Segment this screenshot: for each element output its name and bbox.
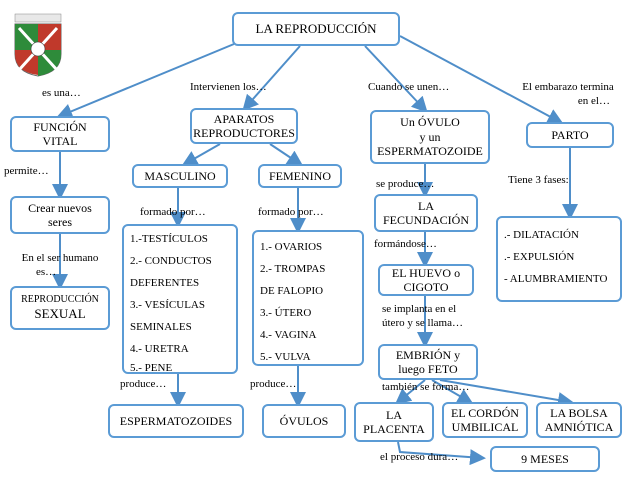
label-en-el-ser-line2: es… (36, 265, 57, 278)
node-ovulos: ÓVULOS (262, 404, 346, 438)
label-cuando: Cuando se unen… (368, 81, 450, 93)
node-placenta-line2: PLACENTA (363, 422, 425, 436)
node-cordon-line2: UMBILICAL (451, 420, 519, 434)
node-femenino-text: FEMENINO (269, 168, 331, 183)
list-femenino-item: 4.- VAGINA (260, 329, 317, 341)
node-meses-text: 9 MESES (521, 451, 569, 466)
node-crear-seres: Crear nuevos seres (10, 196, 110, 234)
arrow-aparatos-fem (269, 143, 304, 167)
node-embrion: EMBRIÓN y luego FETO (378, 344, 478, 380)
list-masculino-item: 4.- URETRA (130, 343, 189, 355)
list-femenino-item: 3.- ÚTERO (260, 307, 312, 319)
arrow-title-aparatos (242, 45, 301, 111)
node-funcion-vital: FUNCIÓN VITAL (10, 116, 110, 152)
node-ovulo-line2: y un (419, 129, 441, 144)
label-se-produce: se produce… (376, 178, 435, 190)
node-embrion-line1: EMBRIÓN y (395, 347, 461, 362)
list-masculino-item: SEMINALES (130, 321, 192, 333)
label-embarazo: El embarazo termina en el… (506, 81, 630, 109)
label-implanta-line2: útero y se llama… (382, 316, 463, 329)
node-espermatozoides: ESPERMATOZOIDES (108, 404, 244, 438)
label-formado-masc: formado por… (140, 206, 206, 218)
node-bolsa: LA BOLSA AMNIÓTICA (536, 402, 622, 438)
label-proceso: el proceso dura… (380, 451, 459, 463)
node-bolsa-line2: AMNIÓTICA (544, 420, 614, 434)
title-text: LA REPRODUCCIÓN (255, 21, 377, 37)
list-fases-item: .- DILATACIÓN (504, 229, 579, 241)
label-embarazo-line1: El embarazo termina (522, 81, 614, 93)
node-masculino: MASCULINO (132, 164, 228, 188)
node-reproduccion-sexual: REPRODUCCIÓN SEXUAL (10, 286, 110, 330)
label-produce-masc: produce… (120, 378, 167, 390)
list-femenino-item: 2.- TROMPAS (260, 263, 326, 275)
node-parto: PARTO (526, 122, 614, 148)
node-ovulo-line3: ESPERMATOZOIDE (377, 144, 483, 159)
node-aparatos: APARATOS REPRODUCTORES (190, 108, 298, 144)
list-masculino-item: 1.-TESTÍCULOS (130, 233, 208, 245)
list-masculino: 1.-TESTÍCULOS 2.- CONDUCTOS DEFERENTES 3… (122, 224, 238, 374)
node-funcion-vital-text: FUNCIÓN VITAL (33, 119, 87, 148)
list-femenino-item: 1.- OVARIOS (260, 241, 323, 253)
node-huevo: EL HUEVO o CIGOTO (378, 264, 474, 296)
label-permite: permite… (4, 165, 49, 177)
school-crest-icon (14, 13, 62, 77)
node-placenta-line1: LA (386, 407, 402, 422)
node-masculino-text: MASCULINO (144, 168, 216, 183)
label-en-el-ser: En el ser humano es… (10, 252, 110, 280)
label-implanta-line1: se implanta en el (382, 303, 457, 315)
list-masculino-item: 3.- VESÍCULAS (130, 299, 205, 311)
node-femenino: FEMENINO (258, 164, 342, 188)
list-femenino-item: 5.- VULVA (260, 351, 311, 363)
list-femenino-item: DE FALOPIO (260, 285, 324, 297)
node-ovulos-text: ÓVULOS (279, 413, 329, 428)
label-formado-fem: formado por… (258, 206, 324, 218)
list-femenino: 1.- OVARIOS 2.- TROMPAS DE FALOPIO 3.- Ú… (252, 230, 364, 366)
node-reproduccion-sexual-line2: SEXUAL (34, 306, 86, 322)
label-produce-fem: produce… (250, 378, 297, 390)
label-embarazo-line2: en el… (577, 94, 610, 107)
list-masculino-item: DEFERENTES (130, 277, 200, 289)
node-parto-text: PARTO (551, 127, 589, 142)
title-box: LA REPRODUCCIÓN (232, 12, 400, 46)
node-reproduccion-sexual-line1: REPRODUCCIÓN (21, 294, 99, 306)
node-huevo-line2: CIGOTO (403, 280, 449, 294)
arrow-title-ovulo (364, 45, 428, 113)
node-fecundacion: LA FECUNDACIÓN (374, 194, 478, 232)
node-placenta: LA PLACENTA (354, 402, 434, 442)
node-bolsa-line1: LA BOLSA (550, 405, 608, 420)
node-ovulo-esperma: Un ÓVULO y un ESPERMATOZOIDE (370, 110, 490, 164)
arrow-aparatos-masc (181, 143, 221, 166)
list-fases-item: - ALUMBRAMIENTO (504, 273, 608, 285)
node-huevo-line1: EL HUEVO o (391, 265, 461, 280)
label-formandose: formándose… (374, 238, 437, 250)
node-embrion-line2: luego FETO (398, 362, 458, 376)
node-meses: 9 MESES (490, 446, 600, 472)
list-fases-item: .- EXPULSIÓN (504, 251, 575, 263)
node-fecundacion-line1: LA (418, 198, 434, 213)
label-intervienen: Intervienen los… (190, 81, 267, 93)
node-fecundacion-line2: FECUNDACIÓN (382, 213, 469, 227)
node-cordon-line1: EL CORDÓN (451, 405, 519, 420)
label-tambien: también se forma… (382, 381, 470, 393)
arrow-title-funcion (56, 43, 235, 119)
node-crear-seres-text: Crear nuevos seres (28, 200, 92, 229)
label-en-el-ser-line1: En el ser humano (21, 252, 99, 264)
list-masculino-item: 2.- CONDUCTOS (130, 255, 212, 267)
node-espermatozoides-text: ESPERMATOZOIDES (119, 413, 233, 428)
label-es-una: es una… (42, 87, 81, 99)
label-implanta: se implanta en el útero y se llama… (382, 303, 463, 331)
list-masculino-item: 5.- PENE (130, 362, 173, 374)
node-aparatos-text: APARATOS REPRODUCTORES (193, 111, 295, 140)
node-ovulo-line1: Un ÓVULO (400, 115, 460, 130)
node-cordon: EL CORDÓN UMBILICAL (442, 402, 528, 438)
label-tiene: Tiene 3 fases: (508, 174, 569, 186)
list-fases: .- DILATACIÓN .- EXPULSIÓN - ALUMBRAMIEN… (496, 216, 622, 302)
